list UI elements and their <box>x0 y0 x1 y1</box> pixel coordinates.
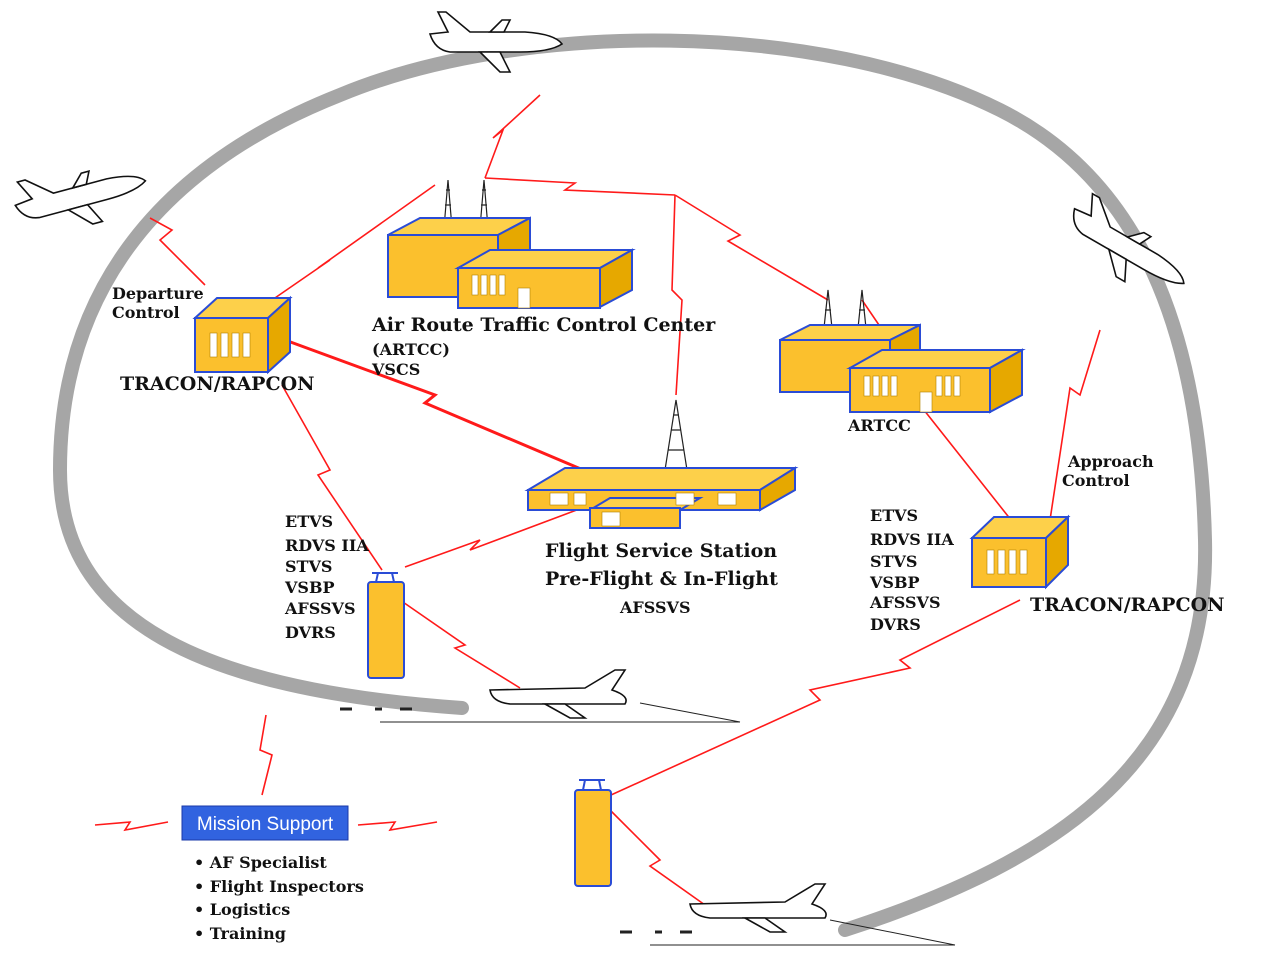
approach-control-label-line2: Control <box>1062 471 1130 490</box>
right-system-item: STVS <box>870 552 917 571</box>
link-plane-to-tracon-left <box>150 218 205 285</box>
control-tower-left <box>368 573 404 678</box>
airplane-icon <box>490 670 626 718</box>
mission-support-item: • Training <box>194 924 286 943</box>
left-system-item: DVRS <box>285 623 336 642</box>
link-to-fss-tower <box>672 195 682 395</box>
link-tracon-left-to-fss <box>285 340 595 475</box>
departure-control-label-line2: Control <box>112 303 180 322</box>
link-mission-left <box>95 822 168 830</box>
left-system-item: VSBP <box>284 578 335 597</box>
right-system-item: VSBP <box>869 573 920 592</box>
link-artcc-top-right <box>485 178 675 195</box>
link-tower-to-runway-plane <box>610 810 705 905</box>
link-tower-to-plane <box>400 600 520 688</box>
mission-support-item: • AF Specialist <box>194 853 327 872</box>
left-system-item: AFSSVS <box>284 599 356 618</box>
artcc-main-label-line2: (ARTCC) <box>372 340 450 359</box>
airplane-icon <box>690 884 826 932</box>
airplane-icon <box>10 150 153 242</box>
left-system-item: STVS <box>285 557 332 576</box>
link-artcc-to-top-plane <box>485 95 540 178</box>
left-system-item: RDVS IIA <box>285 536 369 555</box>
link-mission-up <box>260 715 272 795</box>
flight-service-station-building <box>528 468 795 528</box>
artcc-main-label-line1: Air Route Traffic Control Center <box>371 314 716 336</box>
mission-support-item: • Logistics <box>194 900 290 919</box>
link-tracon-right-to-tower <box>600 600 1020 800</box>
right-system-item: DVRS <box>870 615 921 634</box>
link-plane-to-tracon-right <box>1050 330 1100 520</box>
mission-support-box: Mission Support <box>182 806 348 840</box>
departure-control-label-line1: Departure <box>112 284 204 303</box>
link-to-artcc-right <box>675 195 828 300</box>
left-system-item: ETVS <box>285 512 333 531</box>
artcc-right-label: ARTCC <box>847 416 911 435</box>
tracon-right-label: TRACON/RAPCON <box>1030 594 1225 616</box>
artcc-main-label-line3: VSCS <box>371 360 420 379</box>
mission-support-title: Mission Support <box>197 814 334 835</box>
link-mission-right <box>358 822 437 830</box>
tracon-right-building <box>972 517 1068 587</box>
airplane-icon <box>1056 190 1200 308</box>
fss-label-line2: Pre-Flight & In-Flight <box>545 568 778 590</box>
artcc-main-building <box>388 218 632 308</box>
approach-control-label-line1: Approach <box>1067 452 1154 471</box>
runway-right <box>620 920 955 945</box>
mission-support-item: • Flight Inspectors <box>194 877 364 896</box>
right-system-item: RDVS IIA <box>870 530 954 549</box>
fss-label-line1: Flight Service Station <box>545 540 777 562</box>
fss-label-line3: AFSSVS <box>619 598 691 617</box>
control-tower-right <box>575 780 611 886</box>
right-system-item: ETVS <box>870 506 918 525</box>
artcc-right-building <box>780 325 1022 412</box>
tracon-left-label: TRACON/RAPCON <box>120 373 315 395</box>
right-system-item: AFSSVS <box>869 593 941 612</box>
tracon-left-building <box>195 298 290 372</box>
